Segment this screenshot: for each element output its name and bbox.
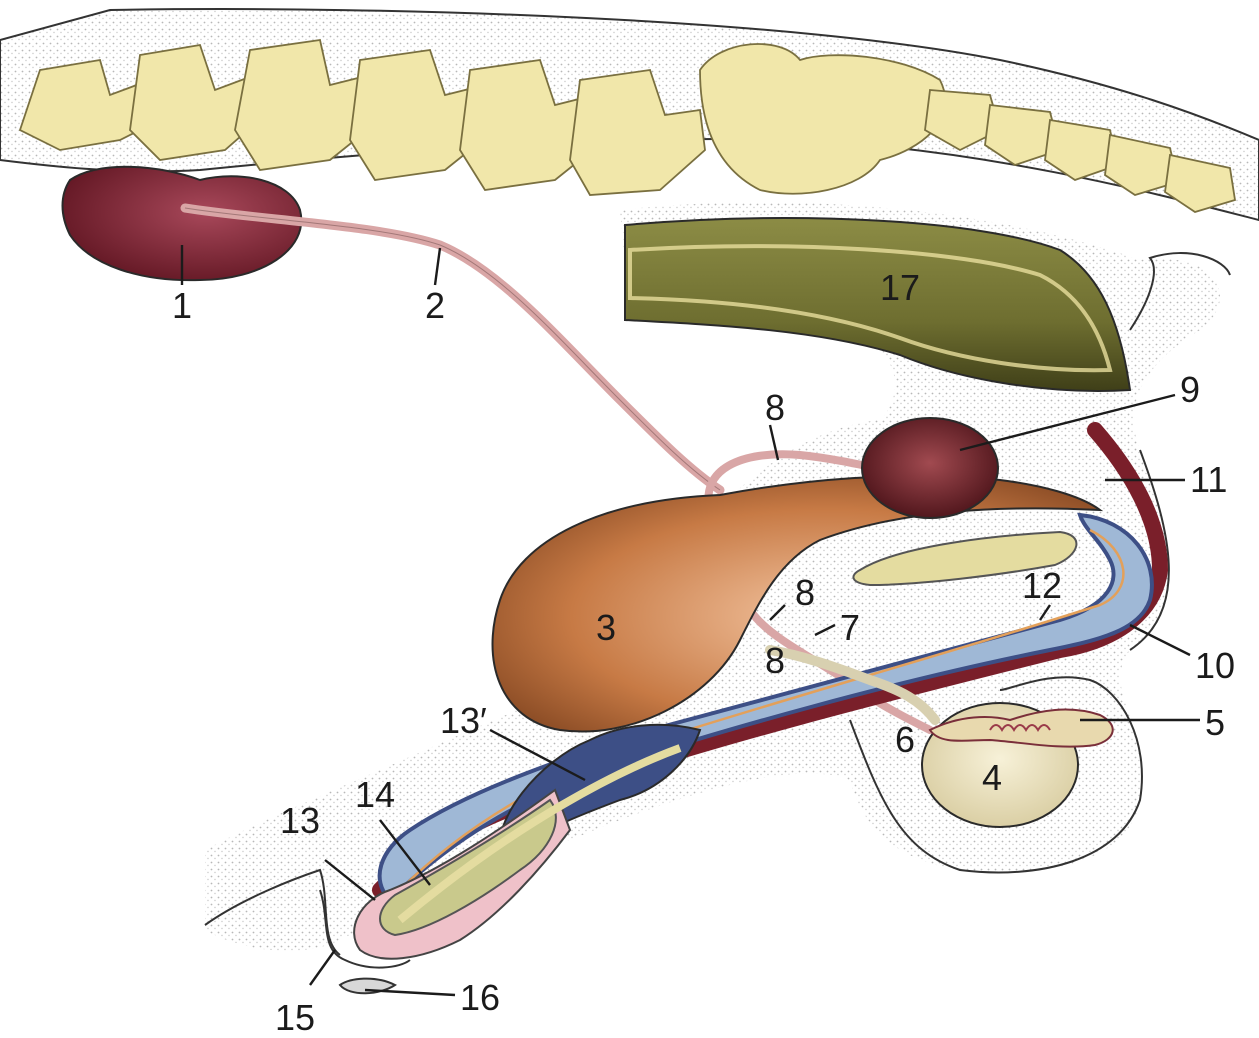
label-7: 7	[840, 607, 860, 648]
label-6: 6	[895, 719, 915, 760]
label-3: 3	[596, 607, 616, 648]
label-1: 1	[172, 285, 192, 326]
label-14: 14	[355, 774, 395, 815]
label-17: 17	[880, 267, 920, 308]
label-13-prime: 13′	[440, 700, 487, 741]
label-8-upper: 8	[765, 387, 785, 428]
label-9: 9	[1180, 369, 1200, 410]
prostate-gland	[862, 418, 998, 518]
label-8-lower: 8	[795, 572, 815, 613]
label-5: 5	[1205, 702, 1225, 743]
label-16: 16	[460, 977, 500, 1018]
label-15: 15	[275, 997, 315, 1038]
label-11: 11	[1190, 459, 1227, 500]
label-2: 2	[425, 285, 445, 326]
label-8-cut: 8	[765, 640, 785, 681]
label-13: 13	[280, 800, 320, 841]
label-10: 10	[1195, 645, 1235, 686]
label-12: 12	[1022, 565, 1062, 606]
label-4: 4	[982, 757, 1002, 798]
